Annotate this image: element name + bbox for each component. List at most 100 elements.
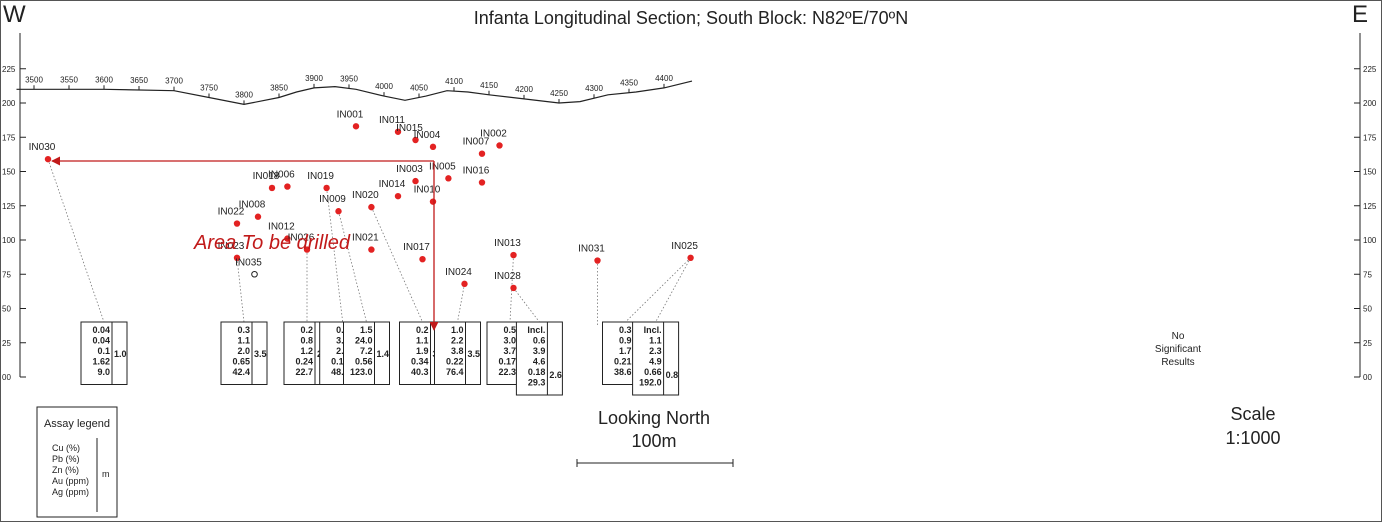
x-tick-label: 4300 <box>585 84 603 93</box>
assay-legend-zn: Zn (%) <box>52 465 79 475</box>
assay-value: 1.0 <box>451 325 464 335</box>
assay-value: 48.0 <box>331 367 349 377</box>
area-to-be-drilled-label: Area To be drilled <box>193 232 351 254</box>
drill-hole <box>284 235 291 242</box>
looking-north-label: Looking North <box>598 408 710 428</box>
y-tick-label-left: 25 <box>2 339 11 348</box>
assay-leader <box>509 255 514 323</box>
no-results-line-3: Results <box>1161 357 1194 368</box>
drill-hole <box>368 246 375 253</box>
drill-hole <box>510 284 517 292</box>
drill-hole-label: IN028 <box>494 271 521 282</box>
y-tick-label-right: 00 <box>1363 373 1372 382</box>
drill-hole-label: IN017 <box>403 242 430 253</box>
y-tick-label-left: 75 <box>2 270 11 279</box>
assay-value: 0.5 <box>503 325 516 335</box>
drill-hole-label: IN014 <box>379 179 406 190</box>
assay-legend-pb: Pb (%) <box>52 454 80 464</box>
drill-hole <box>478 179 486 186</box>
drill-hole <box>394 128 402 135</box>
assay-value: 9.0 <box>97 367 110 377</box>
y-tick-label-left: 150 <box>2 168 16 177</box>
drill-hole-label: IN024 <box>445 267 472 278</box>
assay-box <box>80 321 128 385</box>
drill-hole <box>254 213 262 220</box>
drill-hole <box>412 177 419 185</box>
assay-value: 0.04 <box>92 336 110 346</box>
assay-value: 1.1 <box>416 336 429 346</box>
scale-bar-label: 100m <box>631 431 676 451</box>
assay-value: 1.62 <box>92 357 110 367</box>
drill-hole-label: IN025 <box>671 241 698 252</box>
assay-value: 0.17 <box>498 357 516 367</box>
assay-box <box>220 321 268 385</box>
drill-holes: IN030IN022IN023IN035IN008IN018IN006IN012… <box>29 109 698 292</box>
assay-legend-au: Au (ppm) <box>52 476 89 486</box>
assay-value: 123.0 <box>350 367 373 377</box>
assay-value: 4.9 <box>649 357 662 367</box>
assay-value: 0.6 <box>533 336 546 346</box>
drill-hole-label: IN005 <box>429 161 456 172</box>
x-tick-label: 3550 <box>60 75 78 84</box>
drill-hole <box>284 183 291 190</box>
scale-title: Scale <box>1230 404 1275 424</box>
y-tick-label-left: 100 <box>2 236 16 245</box>
drill-hole-label: IN019 <box>307 171 334 182</box>
assay-value: 192.0 <box>639 378 662 388</box>
assay-value: 22.3 <box>498 367 516 377</box>
assay-leader <box>655 257 691 323</box>
y-tick-label-left: 00 <box>2 373 11 382</box>
assay-value: 3.8 <box>451 346 464 356</box>
x-tick-label: 4100 <box>445 77 463 86</box>
assay-value: 40.3 <box>411 367 429 377</box>
drill-hole <box>44 155 52 163</box>
y-tick-label-right: 25 <box>1363 339 1372 348</box>
drill-hole <box>268 184 276 192</box>
assay-box <box>434 321 481 385</box>
drill-hole-label: IN015 <box>396 123 423 134</box>
assay-value: 2.0 <box>237 346 250 356</box>
assay-incl-label: Incl. <box>644 325 662 335</box>
topographic-surface <box>16 80 693 106</box>
assay-leader <box>513 287 540 323</box>
assay-leader <box>625 257 691 323</box>
drill-hole-label: IN004 <box>414 130 441 141</box>
drill-hole <box>429 143 437 151</box>
drill-hole-label: IN008 <box>239 200 266 211</box>
east-label: E <box>1352 1 1368 28</box>
drill-hole-label: IN026 <box>288 233 315 244</box>
y-tick-label-left: 50 <box>2 305 11 314</box>
scale-value: 1:1000 <box>1225 428 1280 448</box>
x-tick-label: 3850 <box>270 84 288 93</box>
drill-hole <box>687 254 694 262</box>
drill-hole-label: IN009 <box>319 194 346 205</box>
assay-value: 0.6 <box>336 325 349 335</box>
assay-legend-ag: Ag (ppm) <box>52 487 89 497</box>
x-tick-label: 3750 <box>200 84 218 93</box>
assay-leader <box>236 257 245 323</box>
assay-legend-box <box>36 406 118 518</box>
drill-hole-label: IN007 <box>463 137 490 148</box>
drill-hole-label: IN031 <box>578 244 605 255</box>
drill-hole-label: IN003 <box>396 164 423 175</box>
y-tick-label-right: 175 <box>1363 133 1377 142</box>
y-tick-label-left: 225 <box>2 65 16 74</box>
y-tick-label-right: 150 <box>1363 168 1377 177</box>
assay-value: 4.6 <box>533 357 546 367</box>
assay-value: 0.56 <box>355 357 373 367</box>
assay-value: 2.2 <box>451 336 464 346</box>
y-tick-label-right: 50 <box>1363 305 1372 314</box>
drill-hole-label: IN020 <box>352 190 379 201</box>
drill-hole <box>510 251 517 259</box>
drill-hole <box>323 184 330 192</box>
assay-value: 42.4 <box>232 367 250 377</box>
assay-box <box>515 321 563 396</box>
y-tick-label-right: 200 <box>1363 99 1377 108</box>
x-tick-label: 3950 <box>340 74 358 83</box>
drill-hole-label: IN011 <box>379 115 405 126</box>
assay-value: 1.5 <box>360 325 373 335</box>
assay-value: 1.1 <box>649 336 662 346</box>
